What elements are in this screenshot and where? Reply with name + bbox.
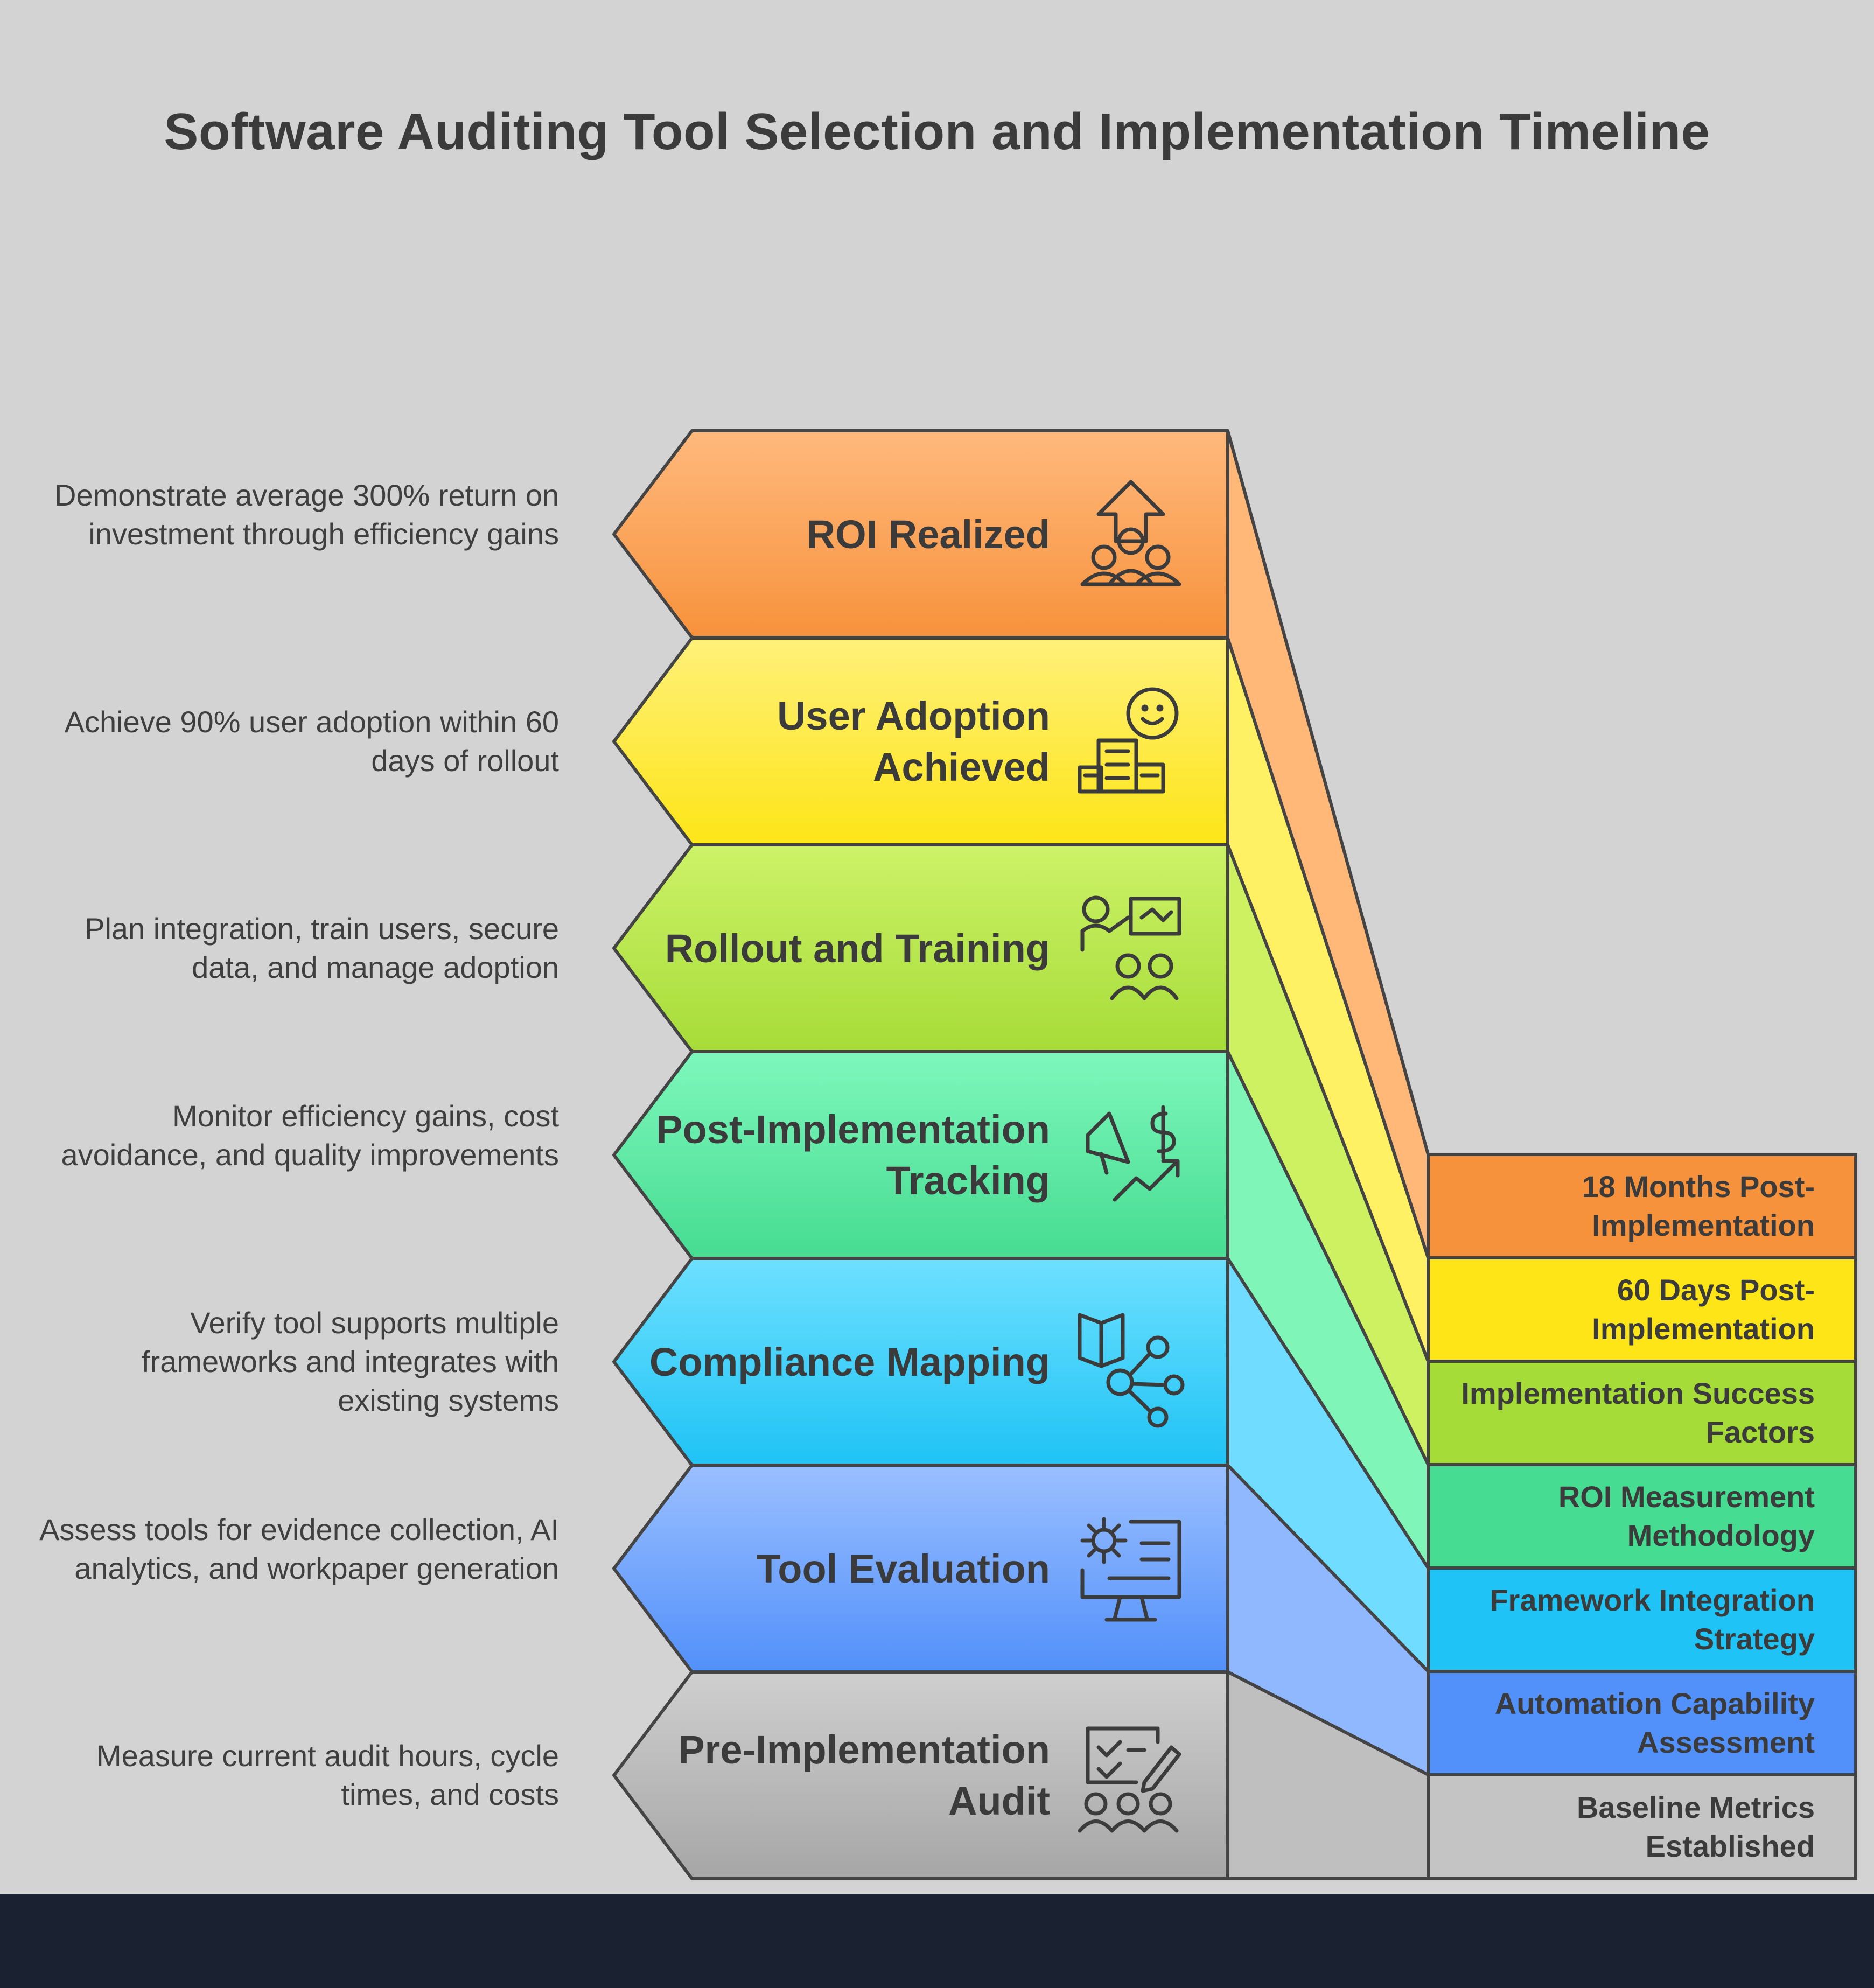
step-label-tool-eval: Tool Evaluation [756,1546,1050,1591]
step-label-user-adoption: User Adoption Achieved [777,694,1050,789]
step-label-roi: ROI Realized [806,512,1050,557]
step-description-compliance: Verify tool supports multiple frameworks… [141,1306,559,1417]
step-arrow-tracking [612,1050,1229,1260]
step-arrows [612,429,1229,1880]
milestone-label-pre-audit: Baseline Metrics Established [1577,1790,1815,1863]
step-description-rollout: Plan integration, train users, secure da… [85,912,559,984]
step-label-tracking: Post-Implementation Tracking [656,1107,1050,1203]
milestone-box-rollout [1427,1360,1857,1466]
step-description-roi: Demonstrate average 300% return on inves… [54,478,559,551]
team-growth-arrow-icon [1080,480,1181,586]
step-label-compliance: Compliance Mapping [649,1339,1050,1384]
milestone-label-tool-eval: Automation Capability Assessment [1494,1686,1815,1759]
step-arrow-rollout [612,843,1229,1053]
milestone-label-compliance: Framework Integration Strategy [1490,1583,1815,1656]
step-description-pre-audit: Measure current audit hours, cycle times… [96,1739,559,1811]
milestone-box-user-adoption [1427,1256,1857,1363]
step-arrow-compliance [612,1257,1229,1467]
step-arrow-pre-audit [612,1670,1229,1880]
milestone-box-pre-audit [1427,1773,1857,1880]
step-description-tool-eval: Assess tools for evidence collection, AI… [39,1513,559,1585]
footer-bar [0,1894,1874,1988]
milestone-box-tracking [1427,1463,1857,1570]
milestone-label-tracking: ROI Measurement Methodology [1558,1480,1815,1552]
presenter-audience-icon [1080,895,1181,1000]
milestone-label-user-adoption: 60 Days Post-Implementation [1592,1273,1815,1346]
gear-monitor-icon [1080,1517,1181,1622]
step-arrow-tool-eval [612,1464,1229,1674]
timeline-diagram [612,429,1857,1880]
step-label-pre-audit: Pre-Implementation Audit [678,1727,1050,1823]
step-arrow-user-adoption [612,636,1229,846]
milestone-label-roi: 18 Months Post-Implementation [1582,1170,1815,1242]
step-label-rollout: Rollout and Training [665,926,1050,971]
side-faces [1226,429,1430,1880]
step-description-user-adoption: Achieve 90% user adoption within 60 days… [64,705,559,778]
checklist-group-icon [1078,1726,1181,1833]
step-arrow-roi [612,429,1229,639]
smiley-user-buildings-icon [1078,687,1179,794]
page-title: Software Auditing Tool Selection and Imp… [164,103,1710,160]
milestone-boxes [1427,1153,1857,1880]
step-icons [1078,480,1185,1833]
milestone-box-compliance [1427,1566,1857,1673]
milestone-label-rollout: Implementation Success Factors [1461,1376,1815,1449]
book-network-icon [1078,1313,1185,1428]
step-description-tracking: Monitor efficiency gains, cost avoidance… [61,1099,559,1172]
megaphone-dollar-trend-icon [1086,1105,1180,1202]
